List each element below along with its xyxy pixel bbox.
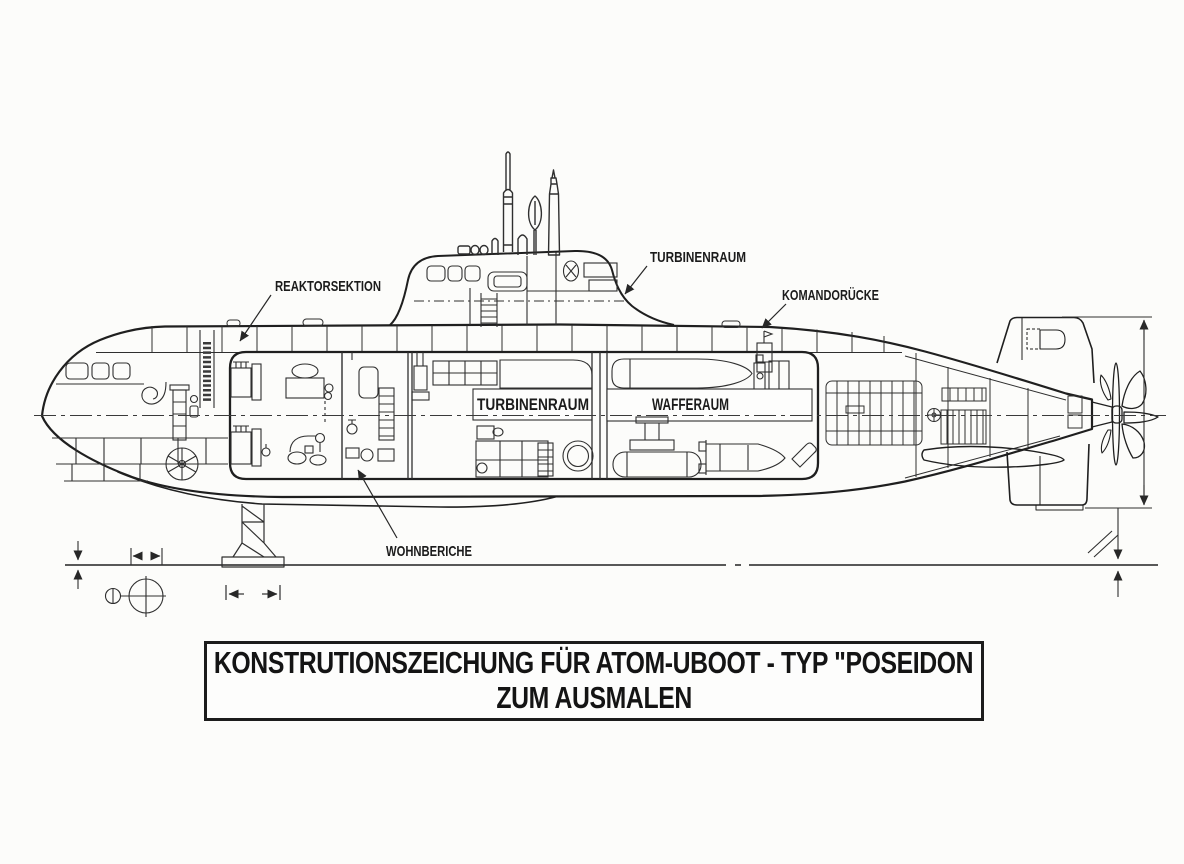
propeller-blade-edge [1111,362,1121,466]
bow-section [52,330,228,482]
turbine-machine [475,440,549,478]
pipe-spiral [141,381,167,405]
propeller-blade [1121,370,1147,410]
leader-turbinenraum-top [624,265,648,295]
leader-komandoruecke [761,303,787,329]
small-mast [491,237,499,255]
weapons-room [606,354,817,478]
torpedo-angled [791,442,817,468]
main-periscope [502,151,514,252]
propeller-blade [1099,374,1112,454]
sail-outline [389,249,675,326]
valve [189,394,199,404]
bow-window [65,362,89,380]
dome-mast [517,234,528,255]
ballast-frames [825,380,923,446]
sail-window [464,265,481,282]
bow-window [112,362,131,380]
sail-ladder [480,293,498,327]
sail-window [426,265,446,282]
torpedo [705,440,786,475]
turbine-label-band [472,388,593,421]
leader-wohnberiche [357,469,398,539]
title-block: KONSTRUTIONSZEICHUNG FÜR ATOM-UBOOT - TY… [204,641,984,721]
upper-rudder [996,316,1095,384]
turbine-face [562,440,594,472]
turbine-room [411,352,608,479]
label-wafferaum: WAFFERAUM [652,395,729,414]
label-wohnberiche: WOHNBERICHE [386,543,472,560]
title-line-1: KONSTRUTIONSZEICHUNG FÜR ATOM-UBOOT - TY… [214,645,974,681]
towed-array-housing [1026,328,1041,350]
cabinet [358,366,379,399]
cutaway-frame [228,350,820,481]
attack-periscope [547,169,561,256]
coolant-pipe [289,435,316,453]
hull-outline [40,323,1094,508]
label-leaders [239,265,787,539]
missile-pod [611,358,753,389]
deck-fitting [457,245,471,255]
shaft-cone [1091,401,1113,428]
reactor-vessel [230,367,252,398]
reactor-section [230,352,343,479]
ladder-column [172,389,187,441]
torpedo [612,451,702,478]
stern-taper-line [904,355,1067,479]
blade-antenna [527,195,543,255]
tank [499,359,593,389]
komando-tower [756,330,774,373]
label-turbinenraum-top: TURBINENRAUM [650,249,746,266]
callout-labels: REAKTORSEKTION TURBINENRAUM KOMANDORÜCKE… [275,249,879,560]
stabilizer-fin [921,445,1065,468]
keel-casing-line [117,471,558,508]
panel-line [199,330,215,408]
aft-section [825,353,1083,479]
label-turbinenraum-inner: TURBINENRAUM [477,395,589,414]
leader-reaktorsektion [239,294,272,342]
torpedo-tube-grid [52,437,228,482]
outer-hull [40,323,1094,499]
dimension-annotations [73,316,1152,617]
stern-assembly [921,316,1159,511]
deck-fitting [721,320,741,328]
title-line-2: ZUM AUSMALEN [496,680,692,715]
sail [389,249,675,326]
sail-interior [414,252,628,327]
support-trestle [221,504,285,600]
sail-window [447,265,463,282]
sail-hatch [562,260,580,282]
propeller-blade [1121,423,1146,459]
ladder [378,387,395,441]
propeller-blade [1123,411,1159,424]
heat-exchanger [285,377,325,399]
propeller-hub [1111,405,1123,424]
label-reaktorsektion: REAKTORSEKTION [275,278,381,295]
reactor-vessel [230,431,252,465]
label-komandoruecke: KOMANDORÜCKE [782,287,879,304]
deck-fitting [226,319,241,327]
masts [457,151,561,256]
bow-window [91,362,110,380]
deck-fitting [302,318,324,327]
lower-rudder [1006,443,1090,506]
steam-drum [291,363,319,379]
